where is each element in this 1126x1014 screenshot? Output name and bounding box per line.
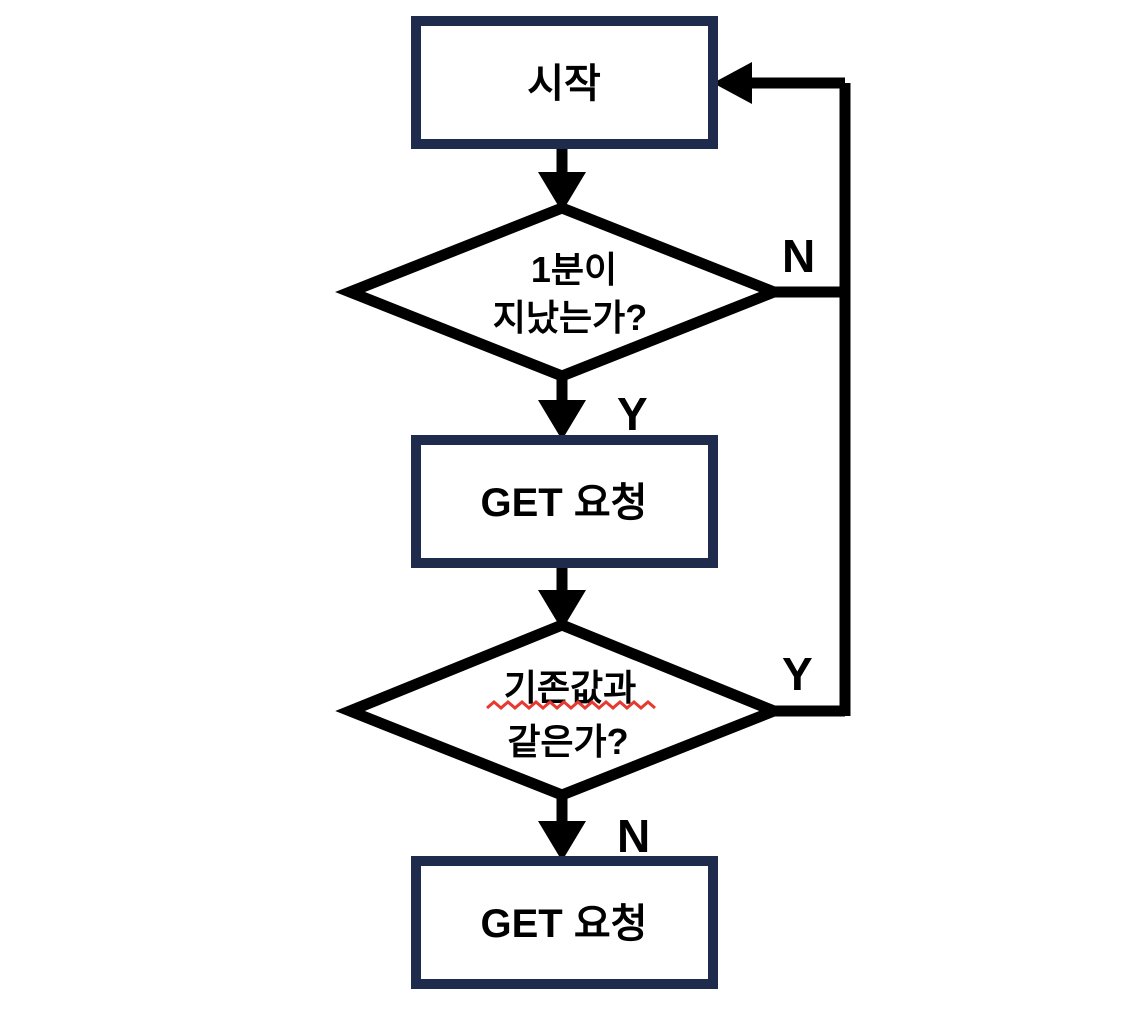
arrow-head-into-get2 xyxy=(538,821,586,861)
start-box-label: 시작 xyxy=(527,62,601,106)
get-request-2-box-label: GET 요청 xyxy=(481,902,648,946)
get-request-1-box-label: GET 요청 xyxy=(481,481,648,525)
arrow-head-into-start xyxy=(713,62,752,104)
arrow-head-into-decision2 xyxy=(538,590,586,630)
arrow-head-into-get1 xyxy=(538,400,586,440)
decision-same-value-shape xyxy=(335,619,789,801)
decision-one-minute-label-line1: 1분이 xyxy=(531,249,617,290)
spellcheck-underline-icon xyxy=(486,700,656,710)
decision-same-value-label-line2: 같은가? xyxy=(507,721,628,762)
branch-label-decision1-no: N xyxy=(782,230,815,282)
arrow-head-into-decision1 xyxy=(538,172,586,212)
node-decision-same-value[interactable]: 기존값과 같은가? xyxy=(335,619,789,801)
node-get-request-1[interactable]: GET 요청 xyxy=(411,435,718,568)
branch-label-decision2-yes: Y xyxy=(782,648,813,700)
node-start[interactable]: 시작 xyxy=(411,16,718,149)
node-decision-one-minute[interactable]: 1분이 지났는가? xyxy=(335,202,789,382)
decision-one-minute-shape xyxy=(335,202,789,382)
decision-same-value-label-line1: 기존값과 xyxy=(504,667,636,708)
start-box-shape xyxy=(411,16,718,149)
decision-one-minute-label-line2: 지났는가? xyxy=(493,297,647,338)
branch-label-decision2-no: N xyxy=(617,810,650,862)
get-request-1-box-shape xyxy=(411,435,718,568)
branch-label-decision1-yes: Y xyxy=(617,388,648,440)
node-get-request-2[interactable]: GET 요청 xyxy=(411,856,718,989)
get-request-2-box-shape xyxy=(411,856,718,989)
